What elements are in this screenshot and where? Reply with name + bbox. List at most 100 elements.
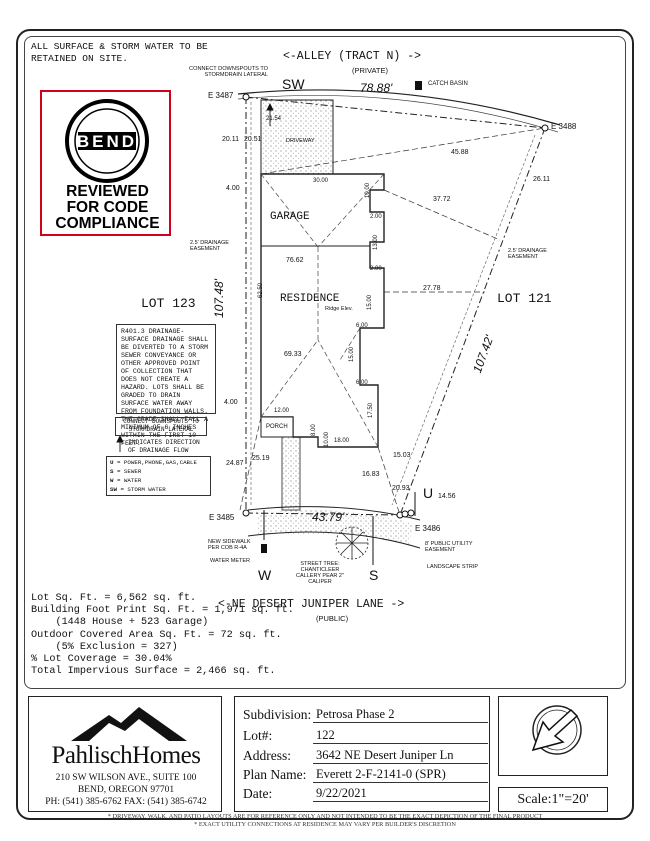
drainage-lines — [239, 127, 546, 516]
company-address-2: BEND, OREGON 97701 — [77, 785, 175, 795]
elev-3485: E 3485 — [209, 513, 235, 522]
dim-20-51: 20.51 — [244, 136, 262, 143]
stat-impervious: Total Impervious Surface = 2,466 sq. ft. — [31, 666, 276, 678]
w-mark: W — [258, 567, 272, 583]
dim-14-56: 14.56 — [438, 493, 456, 500]
landscape-strip-label: LANDSCAPE STRIP — [427, 564, 479, 570]
water-meter-label: WATER METER — [210, 558, 251, 564]
dim-76-62: 76.62 — [286, 257, 304, 264]
legend-row-sw: SW = STORM WATER — [110, 486, 166, 493]
alley-label: <-ALLEY (TRACT N) -> — [283, 50, 422, 63]
utility-lines — [263, 492, 416, 565]
dim-17-50: 17.50 — [368, 402, 374, 418]
lot-statistics: Lot Sq. Ft. = 6,562 sq. ft. Building Foo… — [31, 593, 294, 678]
benchmark-icons — [242, 93, 549, 519]
stamp-line-2: FOR CODE — [66, 199, 149, 216]
u-mark: U — [423, 485, 434, 501]
street-label: <-NE DESERT JUNIPER LANE -> — [218, 598, 405, 611]
catch-basin-icon — [415, 81, 422, 90]
info-lot: Lot#:122 — [243, 728, 488, 744]
driveway — [260, 99, 334, 175]
disclaimer-line-1: * DRIVEWAY, WALK, AND PATIO LAYOUTS ARE … — [107, 813, 543, 820]
legend-row-s: S = SEWER — [110, 468, 142, 475]
dim-25-19: 25.19 — [252, 455, 270, 462]
driveway-label: DRIVEWAY — [286, 138, 315, 144]
company-logo-box: PahlischHomes 210 SW WILSON AVE., SUITE … — [28, 696, 222, 812]
dim-6-00-a: 6.00 — [356, 323, 368, 329]
easement-right-label: 2.5' DRAINAGE EASEMENT — [508, 248, 547, 260]
elev-3488: E 3488 — [551, 122, 577, 131]
alley-curb-line — [237, 89, 561, 126]
connect-downspouts-note: CONNECT DOWNSPOUTS TO STORMDRAIN LATERAL — [115, 417, 207, 436]
dim-18-00: 18.00 — [334, 438, 350, 444]
garage-label: GARAGE — [270, 211, 310, 223]
drainage-arrow-note: INDICATES DIRECTION OF DRAINAGE FLOW — [128, 439, 200, 454]
company-phone: PH: (541) 385-6762 FAX: (541) 385-6742 — [45, 797, 207, 807]
dim-15-00-a: 15.00 — [367, 294, 373, 310]
alley-sub-label: (PRIVATE) — [352, 66, 388, 75]
elev-3486: E 3486 — [415, 524, 441, 533]
street-tree-icon — [335, 526, 369, 560]
dim-69-33: 69.33 — [284, 351, 302, 358]
house-footprint — [260, 173, 385, 448]
dim-6-00-b: 6.00 — [356, 380, 368, 386]
street-sub-label: (PUBLIC) — [316, 614, 349, 623]
disclaimer-line-2: * EXACT UTILITY CONNECTIONS AT RESIDENCE… — [194, 821, 456, 828]
catch-basin-label: CATCH BASIN — [428, 81, 468, 87]
dim-4-00-bottom: 4.00 — [224, 399, 238, 406]
bend-seal-icon: BEND — [65, 99, 149, 183]
street-tree-label: STREET TREE: CHANTICLEER CALLERY PEAR 2"… — [296, 561, 344, 585]
dim-2-00-a: 2.00 — [370, 214, 382, 220]
info-date: Date:9/22/2021 — [243, 786, 488, 802]
porch — [260, 416, 294, 438]
utility-easement-label: 8' PUBLIC UTILITY EASEMENT — [425, 541, 473, 553]
dim-10-00-b: 10.00 — [324, 431, 330, 447]
north-arrow-icon — [531, 705, 582, 755]
plan-border — [24, 36, 626, 689]
svg-text:BEND: BEND — [77, 132, 137, 151]
dim-10-00-a: 10.00 — [365, 182, 371, 198]
residence-label: RESIDENCE — [280, 293, 340, 305]
left-side-dim: 107.48' — [212, 279, 226, 318]
dim-15-03: 15.03 — [393, 452, 411, 459]
street-width-dim: 43.79' — [312, 510, 345, 524]
stat-lot-sqft: Lot Sq. Ft. = 6,562 sq. ft. — [31, 593, 197, 604]
dim-24-87: 24.87 — [226, 460, 244, 467]
dim-62-50: 62.50 — [258, 282, 264, 298]
legend-row-w: W = WATER — [110, 477, 142, 484]
alley-width-dim: 78.88' — [360, 81, 393, 95]
info-subdivision: Subdivision:Petrosa Phase 2 — [243, 707, 488, 723]
connect-lateral-label: CONNECT DOWNSPOUTS TO STORMDRAIN LATERAL — [189, 66, 268, 78]
dim-15-00-b: 15.00 — [349, 346, 355, 362]
lot-line-bottom — [245, 512, 401, 516]
drainage-arrows — [116, 102, 274, 452]
scale-label: Scale:1"=20' — [498, 787, 608, 812]
dim-13-00: 13.00 — [373, 234, 379, 250]
info-address: Address:3642 NE Desert Juniper Ln — [243, 748, 488, 764]
easement-line — [391, 134, 536, 506]
elev-3487: E 3487 — [208, 91, 234, 100]
stat-footprint: Building Foot Print Sq. Ft. = 1,971 sq. … — [31, 605, 294, 617]
mountain-logo-icon — [71, 707, 187, 741]
company-name: PahlischHomes — [51, 742, 201, 769]
stat-exclusion: (5% Exclusion = 327) — [31, 641, 178, 653]
info-plan: Plan Name:Everett 2-F-2141-0 (SPR) — [243, 767, 488, 783]
stat-covered: Outdoor Covered Area Sq. Ft. = 72 sq. ft… — [31, 629, 282, 641]
dim-21-54: 21.54 — [266, 116, 282, 122]
lot-123-label: LOT 123 — [141, 296, 196, 311]
stamp-line-3: COMPLIANCE — [55, 215, 160, 232]
roof-lines — [260, 173, 385, 448]
project-info-box: Subdivision:Petrosa Phase 2 Lot#:122 Add… — [234, 696, 490, 812]
north-arrow-box — [498, 696, 608, 776]
porch-label: PORCH — [266, 424, 288, 430]
stat-footprint-breakdown: (1448 House + 523 Garage) — [31, 617, 209, 629]
dim-4-00-top: 4.00 — [226, 185, 240, 192]
dim-30-00: 30.00 — [313, 178, 329, 184]
stat-coverage: % Lot Coverage = 30.04% — [31, 654, 172, 666]
dim-26-11: 26.11 — [533, 176, 550, 183]
retained-note: ALL SURFACE & STORM WATER TO BE RETAINED… — [31, 41, 208, 64]
dim-2-00-b: 2.00 — [370, 266, 382, 272]
lot-121-label: LOT 121 — [497, 291, 552, 306]
easement-left-label: 2.5' DRAINAGE EASEMENT — [190, 240, 229, 252]
